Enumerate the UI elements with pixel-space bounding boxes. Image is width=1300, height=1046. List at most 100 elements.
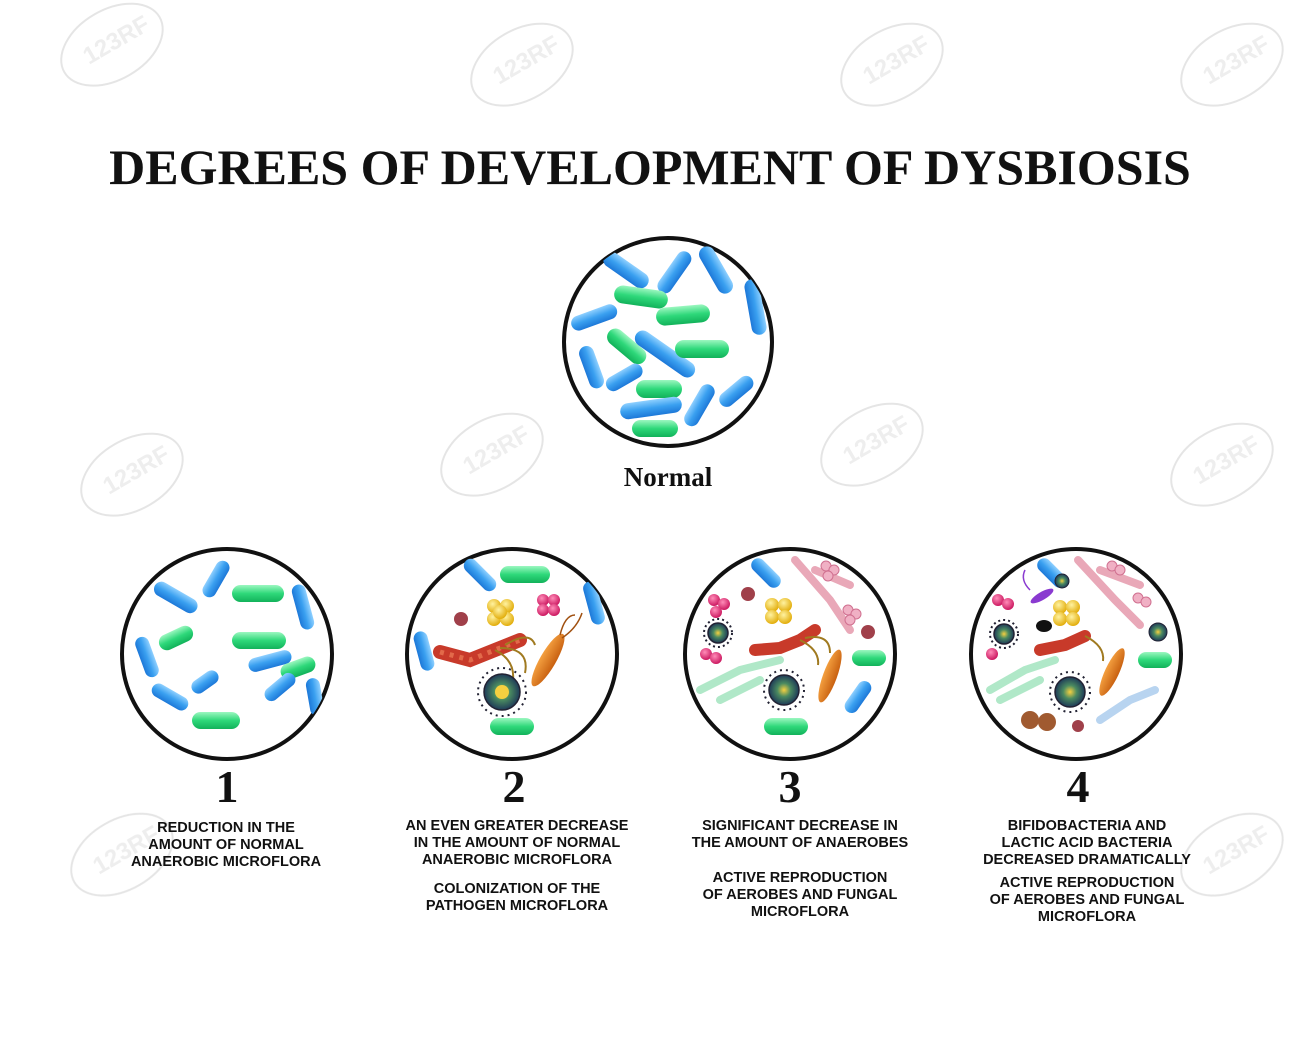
green-rod-bacterium (852, 650, 886, 666)
virus-particle (763, 669, 805, 711)
green-rod-bacterium (675, 340, 729, 358)
svg-text:123RF: 123RF (98, 441, 174, 500)
blue-rod-bacterium (751, 558, 781, 588)
desc-line: REDUCTION IN THE (157, 820, 295, 836)
green-rod-bacterium (192, 712, 240, 729)
desc-line: OF AEROBES AND FUNGAL (989, 892, 1185, 908)
blue-rod-bacterium (135, 636, 159, 678)
desc-line: AN EVEN GREATER DECREASE (405, 818, 629, 834)
svg-text:123RF: 123RF (838, 411, 914, 470)
desc-line: BIFIDOBACTERIA AND (1007, 818, 1167, 834)
blue-rod-bacterium (153, 581, 198, 614)
blue-rod-bacterium (583, 581, 605, 625)
virus-particle (1049, 671, 1091, 713)
desc-line: THE AMOUNT OF ANAEROBES (691, 835, 909, 851)
virus-particle (703, 618, 733, 648)
desc-line: ANAEROBIC MICROFLORA (421, 852, 613, 868)
blue-rod-bacterium (248, 650, 292, 672)
stage-4-description: BIFIDOBACTERIA AND LACTIC ACID BACTERIA … (937, 818, 1237, 926)
green-rod-bacterium (500, 566, 550, 583)
blue-rod-bacterium (579, 346, 604, 389)
desc-line: DECREASED DRAMATICALLY (983, 852, 1191, 868)
small-virus (1054, 573, 1070, 589)
green-rod-bacterium (490, 718, 534, 735)
page-title: DEGREES OF DEVELOPMENT OF DYSBIOSIS (109, 139, 1191, 195)
green-fungal-hyphae (696, 656, 784, 704)
yellow-cocci-cluster (1053, 600, 1080, 626)
stage-4-number: 4 (1066, 761, 1090, 812)
green-rod-bacterium (636, 380, 682, 398)
green-rod-bacterium (607, 328, 647, 365)
red-pathogen-chain (749, 624, 831, 666)
pink-cocci-cluster (986, 594, 1014, 660)
pink-fungal-hyphae (1074, 556, 1144, 629)
svg-text:123RF: 123RF (78, 11, 154, 70)
purple-coccus (861, 625, 875, 639)
stage-2-circle (405, 547, 619, 761)
blue-rod-bacterium (571, 304, 618, 331)
small-virus (1148, 622, 1168, 642)
blue-rod-bacterium (603, 251, 649, 289)
green-rod-bacterium (232, 585, 284, 602)
blue-rod-bacterium (744, 279, 767, 335)
svg-text:123RF: 123RF (1188, 431, 1264, 490)
blue-rod-bacterium (463, 558, 497, 592)
blue-rod-bacterium (657, 251, 692, 294)
desc-line: IN THE AMOUNT OF NORMAL (413, 835, 621, 851)
green-fungal-hyphae (986, 656, 1059, 704)
blue-rod-bacterium (202, 560, 230, 598)
svg-text:123RF: 123RF (488, 31, 564, 90)
stage-1-description: REDUCTION IN THE AMOUNT OF NORMAL ANAERO… (76, 820, 376, 871)
green-rod-bacterium (614, 285, 668, 309)
blue-rod-bacterium (605, 363, 643, 392)
blue-rod-bacterium (291, 584, 315, 630)
orange-rod-pathogen (818, 649, 842, 703)
green-rod-bacterium (632, 420, 678, 437)
blue-rod-bacterium (151, 683, 189, 711)
purple-coccus (1072, 720, 1084, 732)
brown-cocci (1021, 711, 1056, 731)
yellow-cocci-cluster (765, 598, 792, 624)
desc-line: MICROFLORA (750, 904, 850, 920)
desc-line: ACTIVE REPRODUCTION (999, 875, 1175, 891)
pink-cocci-cluster (537, 594, 560, 616)
stage-2-description: AN EVEN GREATER DECREASE IN THE AMOUNT O… (367, 818, 667, 915)
desc-line: AMOUNT OF NORMAL (148, 837, 304, 853)
desc-line: MICROFLORA (1037, 909, 1137, 925)
blue-rod-bacterium (413, 631, 435, 671)
svg-text:123RF: 123RF (858, 31, 934, 90)
svg-text:123RF: 123RF (1198, 31, 1274, 90)
stage-4-circle (969, 547, 1183, 761)
desc-line: LACTIC ACID BACTERIA (1001, 835, 1173, 851)
stage-1-number: 1 (215, 761, 239, 812)
blue-rod-bacterium (699, 246, 733, 294)
blue-rod-bacterium (844, 680, 872, 714)
blue-rod-bacterium (620, 396, 682, 420)
stage-1-circle (120, 547, 334, 761)
desc-line: ACTIVE REPRODUCTION (712, 870, 888, 886)
orange-rod-pathogen (1099, 648, 1125, 696)
desc-line: OF AEROBES AND FUNGAL (702, 887, 898, 903)
desc-line: PATHOGEN MICROFLORA (425, 898, 609, 914)
orange-rod-pathogen (531, 612, 583, 687)
green-rod-bacterium (1138, 652, 1172, 668)
normal-label: Normal (623, 462, 713, 492)
blue-rod-bacterium (684, 384, 715, 427)
blue-rod-bacterium (264, 672, 296, 702)
blue-rod-bacterium (191, 670, 219, 694)
yellow-cocci-cluster (487, 599, 514, 626)
stage-3-description: SIGNIFICANT DECREASE IN THE AMOUNT OF AN… (650, 818, 950, 921)
blue-rod-bacterium (719, 375, 754, 407)
normal-flora-circle (562, 236, 774, 448)
stage-2-number: 2 (502, 761, 526, 812)
stage-3-number: 3 (778, 761, 802, 812)
pink-spore-cluster (820, 560, 862, 626)
purple-flagellate (1022, 569, 1054, 604)
purple-coccus (741, 587, 755, 601)
red-pathogen-chain (1034, 630, 1105, 662)
desc-line: ANAEROBIC MICROFLORA (130, 854, 322, 870)
green-rod-bacterium (656, 304, 710, 326)
purple-coccus (454, 612, 468, 626)
pink-cocci-cluster (700, 594, 730, 664)
